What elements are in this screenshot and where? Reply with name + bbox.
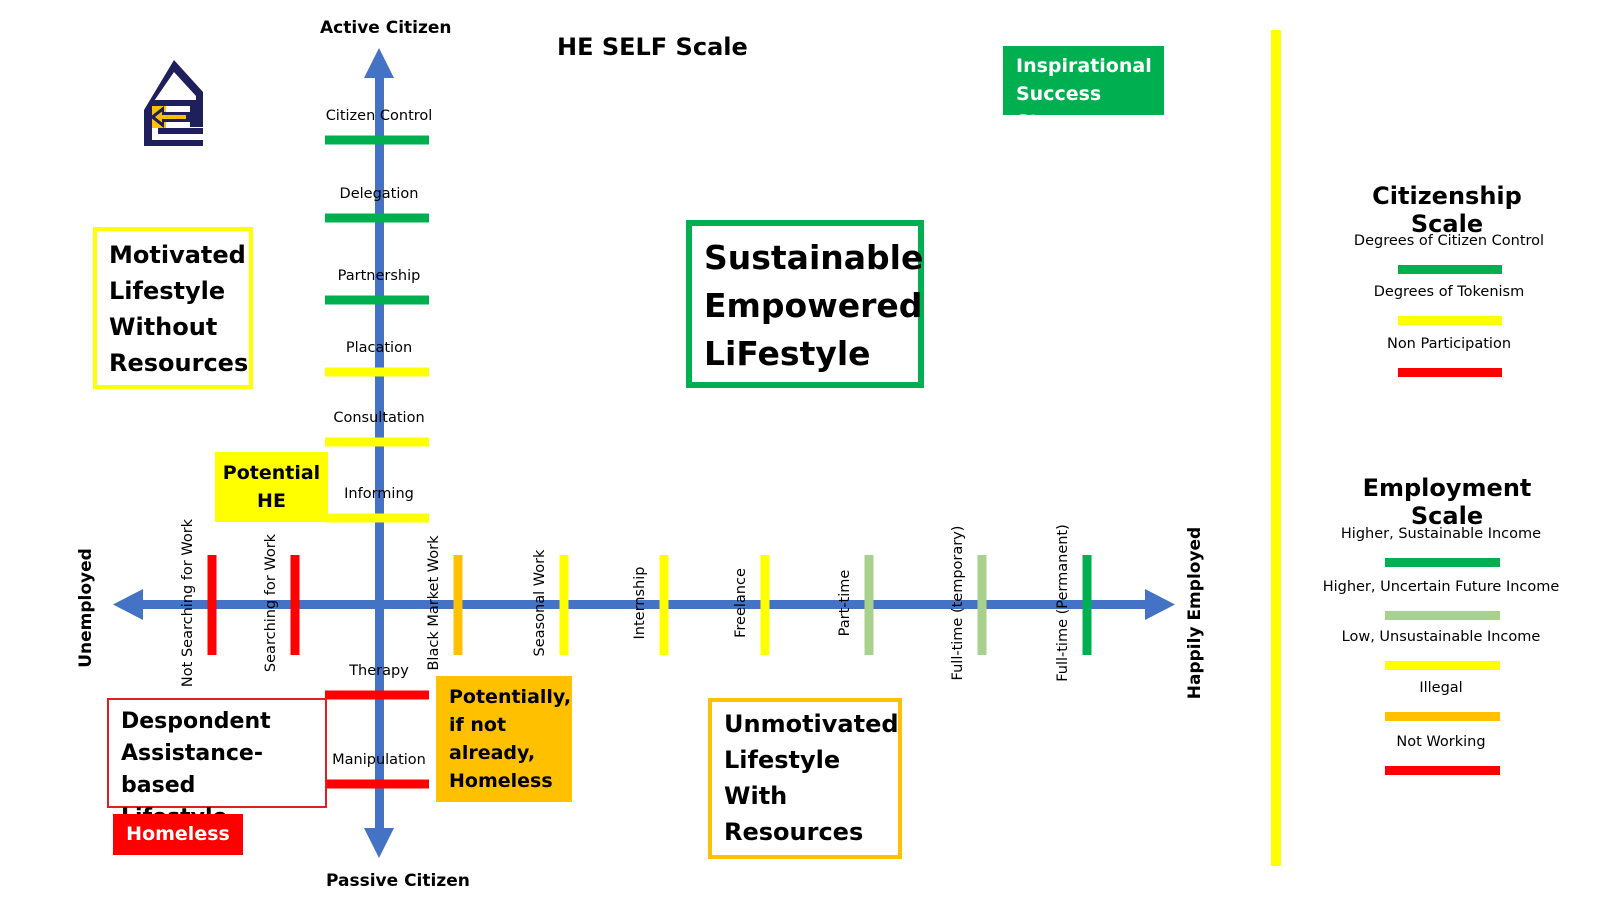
employment-tick-label: Black Market Work [426, 535, 442, 671]
employment-tick-bar [559, 555, 569, 655]
box-line: Inspirational [1016, 55, 1152, 77]
citizenship-tick-label: Partnership [338, 268, 421, 284]
citizenship-tick-bar [325, 779, 429, 789]
employment-tick-label: Searching for Work [263, 533, 279, 672]
legend-item-swatch [1385, 661, 1500, 670]
box-line: Assistance-based [121, 741, 263, 798]
box-line: With [724, 782, 788, 810]
citizenship-tick-bar [325, 513, 429, 523]
legend-item-swatch [1398, 368, 1502, 377]
legend-item-swatch [1398, 265, 1502, 274]
box-line: Lifestyle [724, 746, 841, 774]
citizenship-tick-bar [325, 295, 429, 305]
citizenship-tick-label: Manipulation [332, 752, 426, 768]
legend-item-label: Not Working [1396, 734, 1485, 750]
employment-axis [113, 589, 1175, 620]
box-line: Potential [222, 462, 321, 484]
box-line: Homeless [126, 823, 230, 845]
employment-tick-bar [1082, 555, 1092, 655]
legend-item-label: Higher, Sustainable Income [1341, 526, 1541, 542]
employment-tick-bar [290, 555, 300, 655]
employment-tick-label: Not Searching for Work [180, 518, 196, 687]
citizenship-tick-label: Consultation [333, 410, 424, 426]
legend-item-label: Higher, Uncertain Future Income [1323, 579, 1560, 595]
employment-tick-bar [453, 555, 463, 655]
citizenship-ticks: Citizen ControlDelegationPartnershipPlac… [325, 108, 432, 789]
box-line: Empowered [704, 286, 923, 325]
employment-tick-label: Part-time [837, 570, 853, 637]
box-line: already, [449, 742, 536, 764]
employment-legend-title: Employment Scale [1362, 474, 1532, 530]
employment-tick-bar [207, 555, 217, 655]
box-line: Homeless [449, 770, 553, 792]
box-line: Resources [724, 818, 864, 846]
axis-label-right: Happily Employed [1185, 526, 1205, 700]
box-line: Sustainable [704, 238, 924, 277]
sustainable-empowered-lifestyle-box: Sustainable Empowered LiFestyle [686, 220, 924, 388]
citizenship-tick-bar [325, 213, 429, 223]
box-line: if not [449, 714, 507, 736]
legend-item-swatch [1385, 558, 1500, 567]
box-line: Motivated [109, 241, 246, 269]
box-line: Despondent [121, 709, 271, 734]
legend-item-swatch [1385, 712, 1500, 721]
motivated-lifestyle-box: Motivated Lifestyle Without Resources [93, 227, 253, 389]
citizenship-tick-label: Citizen Control [326, 108, 433, 124]
legend-item-label: Non Participation [1387, 336, 1511, 352]
potential-he-box: Potential HE [215, 452, 328, 522]
employment-ticks: Not Searching for Work Searching for Work… [180, 518, 1092, 687]
employment-tick-label: Full-time (Permanent) [1055, 524, 1071, 682]
citizenship-axis [364, 48, 394, 858]
legend-item-swatch [1398, 316, 1502, 325]
house-e-logo-icon [144, 60, 203, 146]
axis-label-left: Unemployed [76, 548, 96, 668]
citizenship-tick-label: Therapy [348, 663, 409, 679]
homeless-box: Homeless [113, 814, 243, 855]
axis-label-top: Active Citizen [320, 18, 452, 38]
legend-item-label: Illegal [1419, 680, 1462, 696]
inspirational-success-story-box: Inspirational Success Story [1003, 46, 1164, 133]
box-line: Resources [109, 349, 249, 377]
citizenship-tick-label: Informing [344, 486, 414, 502]
legend-item-label: Degrees of Tokenism [1374, 284, 1525, 300]
box-line: Unmotivated [724, 710, 899, 738]
employment-tick-bar [977, 555, 987, 655]
legend-item-swatch [1385, 766, 1500, 775]
employment-tick-label: Freelance [733, 568, 749, 638]
citizenship-tick-bar [325, 437, 429, 447]
citizenship-tick-bar [325, 135, 429, 145]
box-line: HE [257, 490, 286, 512]
employment-tick-label: Full-time (temporary) [950, 526, 966, 681]
citizenship-tick-label: Delegation [340, 186, 419, 202]
box-line: Potentially, [449, 686, 572, 708]
employment-tick-bar [864, 555, 874, 655]
employment-tick-label: Seasonal Work [532, 549, 548, 656]
employment-tick-bar [760, 555, 770, 655]
legend-divider [1271, 30, 1281, 866]
potentially-homeless-box: Potentially, if not already, Homeless [436, 676, 572, 802]
diagram-title: HE SELF Scale [557, 33, 748, 61]
box-line: Without [109, 313, 218, 341]
box-line: Lifestyle [109, 277, 226, 305]
citizenship-legend-title: Citizenship Scale [1372, 182, 1522, 238]
legend-item-label: Low, Unsustainable Income [1342, 629, 1541, 645]
legend-item-swatch [1385, 611, 1500, 620]
employment-tick-label: Internship [632, 567, 648, 640]
citizenship-tick-bar [325, 367, 429, 377]
unmotivated-lifestyle-box: Unmotivated Lifestyle With Resources [708, 698, 902, 859]
citizenship-tick-label: Placation [346, 340, 412, 356]
box-line: LiFestyle [704, 334, 871, 373]
box-line: Success Story [1016, 83, 1102, 133]
despondent-lifestyle-box: Despondent Assistance-based Lifestyle [107, 698, 327, 830]
axis-label-bottom: Passive Citizen [326, 871, 470, 891]
employment-tick-bar [659, 555, 669, 655]
legend-item-label: Degrees of Citizen Control [1354, 233, 1544, 249]
citizenship-tick-bar [325, 690, 429, 700]
